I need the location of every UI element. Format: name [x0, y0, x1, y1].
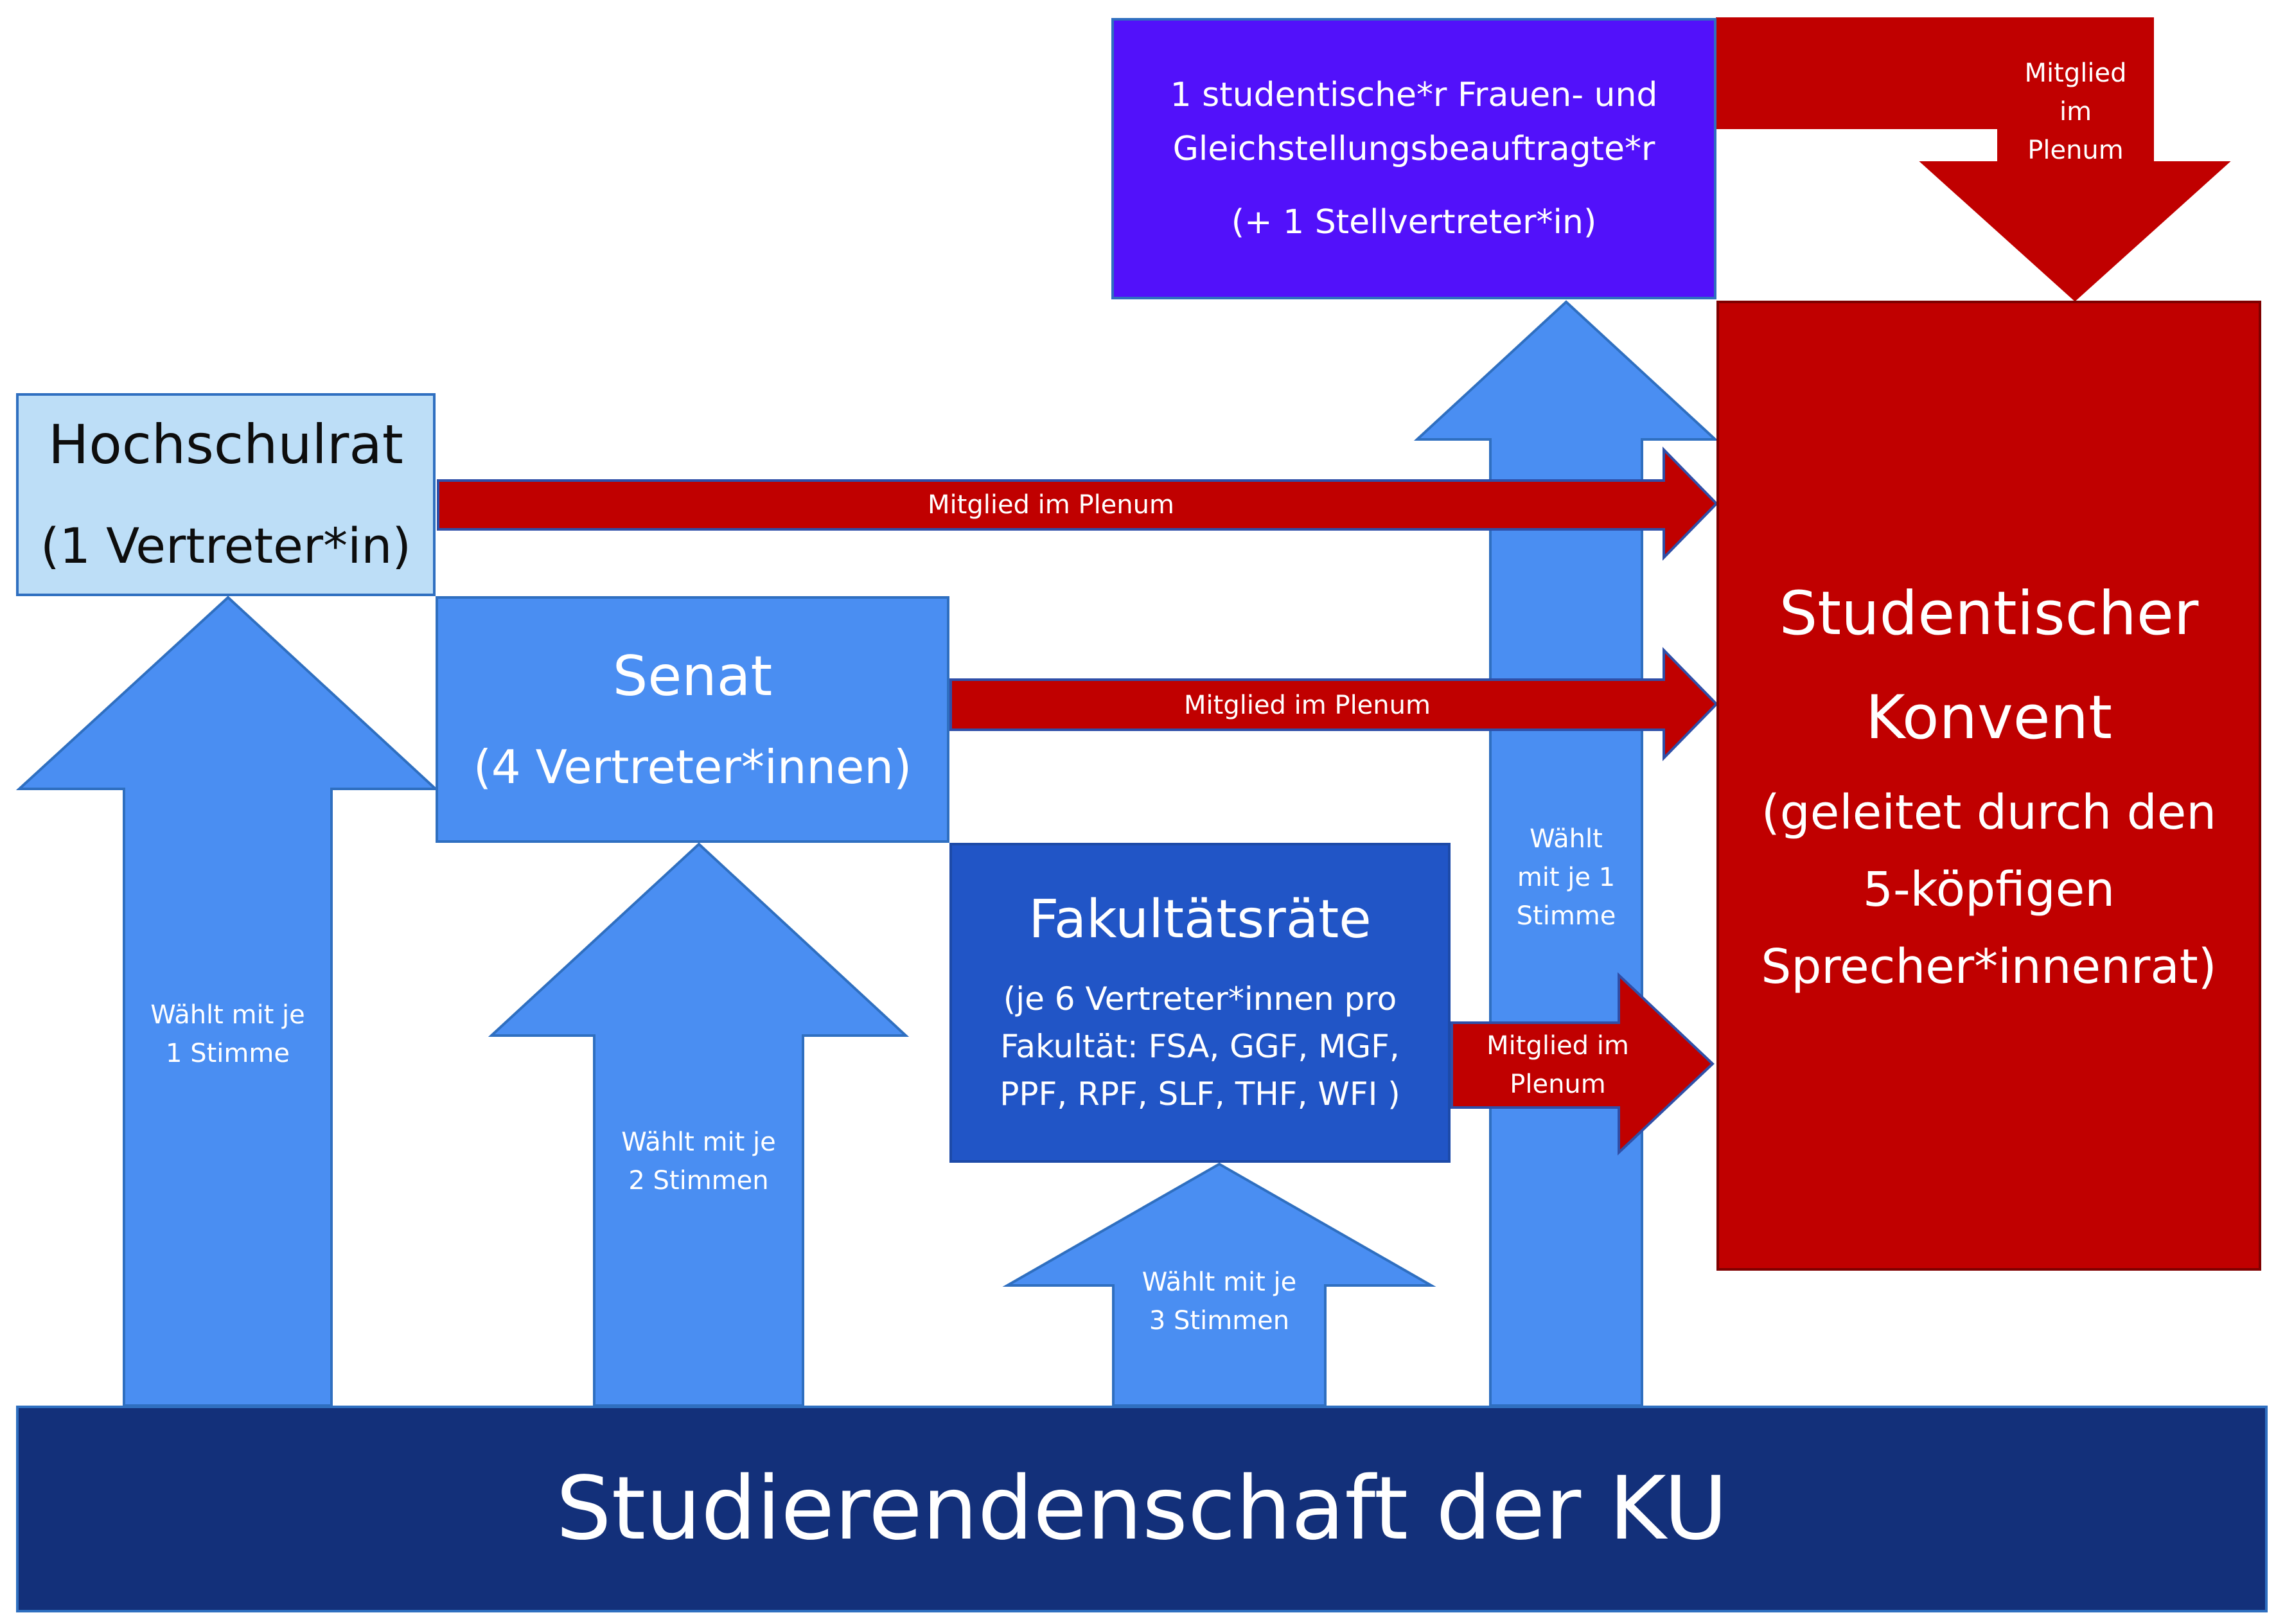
studierendenschaft-title: Studierendenschaft der KU	[556, 1458, 1728, 1560]
member-arrow-senat	[949, 647, 1718, 761]
member-arrow-hochschulrat	[437, 446, 1718, 561]
konvent-detail-line: (geleitet durch den	[1761, 785, 2217, 840]
konvent-detail-line: 5-köpfigen	[1862, 862, 2115, 917]
gleichstellung-line: 1 studentische*r Frauen- und	[1170, 76, 1658, 114]
konvent-title-line: Studentischer	[1779, 579, 2199, 649]
vote-label-line: Wählt mit je	[1142, 1267, 1297, 1297]
vote-label-senat: Wählt mit je 2 Stimmen	[594, 1123, 803, 1200]
studierendenschaft-box: Studierendenschaft der KU	[16, 1406, 2268, 1612]
vote-arrow-senat	[488, 842, 910, 1407]
senat-box: Senat (4 Vertreter*innen)	[436, 596, 949, 843]
member-arrow-gleichstellung	[1716, 17, 2231, 302]
vote-label-line: Wählt mit je	[621, 1127, 776, 1157]
member-label-hochschulrat: Mitglied im Plenum	[438, 486, 1664, 524]
vote-label-line: Wählt	[1530, 824, 1603, 854]
member-label-senat: Mitglied im Plenum	[951, 686, 1664, 725]
vote-label-gleichstellung: Wählt mit je 1 Stimme	[1490, 820, 1642, 935]
member-label-line: Mitglied	[2024, 58, 2127, 88]
vote-label-line: 1 Stimme	[166, 1039, 290, 1068]
member-label-line: Mitglied im Plenum	[1184, 691, 1431, 720]
hochschulrat-subtitle: (1 Vertreter*in)	[40, 517, 412, 574]
gleichstellung-line: Gleichstellungsbeauftragte*r	[1172, 130, 1655, 168]
vote-label-fakultaet: Wählt mit je 3 Stimmen	[1113, 1263, 1325, 1340]
fakultaet-detail-line: (je 6 Vertreter*innen pro	[1003, 980, 1397, 1018]
konvent-detail-line: Sprecher*innenrat)	[1761, 939, 2217, 994]
member-arrow-fakultaet	[1451, 972, 1715, 1156]
gleichstellung-box: 1 studentische*r Frauen- und Gleichstell…	[1111, 18, 1716, 299]
gleichstellung-deputy: (+ 1 Stellvertreter*in)	[1231, 203, 1597, 242]
member-label-fakultaet: Mitglied im Plenum	[1452, 1027, 1664, 1104]
member-label-gleichstellung: Mitglied im Plenum	[1998, 54, 2153, 170]
fakultaet-title: Fakultätsräte	[1028, 889, 1372, 950]
konvent-title-line: Konvent	[1866, 683, 2112, 753]
hochschulrat-box: Hochschulrat (1 Vertreter*in)	[16, 393, 436, 596]
vote-arrow-fakultaet	[1002, 1162, 1436, 1407]
senat-subtitle: (4 Vertreter*innen)	[473, 740, 912, 794]
hochschulrat-title: Hochschulrat	[48, 413, 403, 476]
fakultaet-detail-line: Fakultät: FSA, GGF, MGF,	[1000, 1028, 1400, 1065]
vote-label-line: 2 Stimmen	[628, 1166, 769, 1196]
vote-label-line: Stimme	[1516, 901, 1616, 931]
member-label-line: Mitglied im Plenum	[928, 490, 1174, 520]
member-label-line: Plenum	[1510, 1070, 1606, 1099]
member-label-line: Plenum	[2027, 136, 2124, 165]
vote-label-line: mit je 1	[1517, 863, 1616, 892]
konvent-box: Studentischer Konvent (geleitet durch de…	[1716, 301, 2261, 1271]
vote-label-hochschulrat: Wählt mit je 1 Stimme	[124, 996, 331, 1073]
vote-arrow-hochschulrat	[15, 596, 439, 1407]
vote-label-line: 3 Stimmen	[1149, 1306, 1290, 1336]
senat-title: Senat	[612, 644, 773, 709]
member-label-line: Mitglied im	[1486, 1031, 1629, 1061]
member-label-line: im	[2059, 97, 2092, 127]
fakultaet-box: Fakultätsräte (je 6 Vertreter*innen pro …	[949, 843, 1451, 1163]
vote-label-line: Wählt mit je	[150, 1000, 305, 1030]
fakultaet-detail-line: PPF, RPF, SLF, THF, WFI )	[1000, 1075, 1400, 1113]
